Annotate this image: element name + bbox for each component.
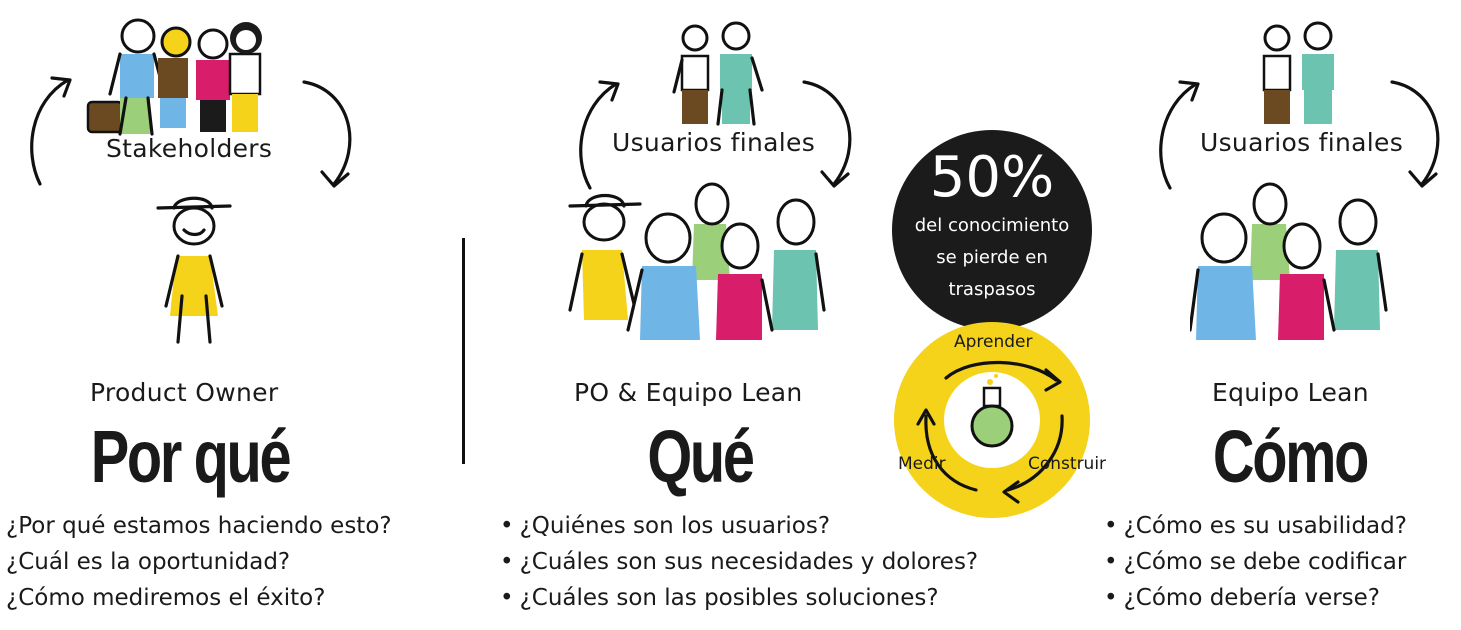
column-divider [462,238,465,464]
cycle-arrow-right-icon [302,80,352,188]
callout-line-1: del conocimiento [914,215,1070,236]
what-arrow-left-icon [579,80,620,190]
product-owner-figure [156,196,232,344]
how-question-3: ¿Cómo debería verse? [1104,580,1407,616]
how-end-users-illustration [1262,21,1334,124]
what-questions: ¿Quiénes son los usuarios? ¿Cuáles son s… [500,508,979,616]
what-heading: Qué [647,415,755,498]
cycle-build-label: Construir [1028,454,1107,474]
flask-icon [970,374,1014,448]
cycle-measure-label: Medir [898,454,946,474]
callout-percent: 50% [929,145,1055,210]
product-owner-label: Product Owner [90,378,279,407]
what-question-1: ¿Quiénes son los usuarios? [500,508,978,544]
stakeholders-label: Stakeholders [106,134,273,163]
lean-team-figures [1190,182,1388,340]
callout-line-3: traspasos [948,279,1036,300]
what-question-2: ¿Cuáles son sus necesidades y dolores? [500,544,979,580]
cycle-arrow-left-icon [30,76,72,186]
why-question-3: ¿Cómo mediremos el éxito? [6,585,326,611]
why-question-1: ¿Por qué estamos haciendo esto? [6,513,392,539]
why-questions: ¿Por qué estamos haciendo esto? ¿Cuál es… [6,508,392,616]
what-end-users-label: Usuarios finales [612,128,816,157]
how-question-1: ¿Cómo es su usabilidad? [1104,508,1407,544]
po-lean-team-label: PO & Equipo Lean [574,378,803,407]
how-arrow-right-icon [1390,80,1440,188]
end-users-illustration [672,21,764,126]
callout-line-2: se pierde en [936,247,1048,268]
how-arrow-left-icon [1159,80,1200,190]
why-question-2: ¿Cuál es la oportunidad? [6,549,291,575]
how-heading: Cómo [1212,415,1370,498]
what-arrow-right-icon [802,80,852,188]
how-questions: ¿Cómo es su usabilidad? ¿Cómo se debe co… [1104,508,1407,616]
lean-team-label: Equipo Lean [1212,378,1369,407]
knowledge-loss-callout: 50% del conocimiento se pierde en traspa… [892,130,1092,330]
what-question-3: ¿Cuáles son las posibles soluciones? [500,580,978,616]
why-heading: Por qué [90,415,292,498]
how-question-2: ¿Cómo se debe codificar [1104,544,1407,580]
how-end-users-label: Usuarios finales [1200,128,1404,157]
stakeholders-illustration [86,18,262,136]
cycle-learn-label: Aprender [954,332,1033,352]
build-measure-learn-cycle [894,322,1090,518]
po-and-lean-team-figures [568,182,826,340]
